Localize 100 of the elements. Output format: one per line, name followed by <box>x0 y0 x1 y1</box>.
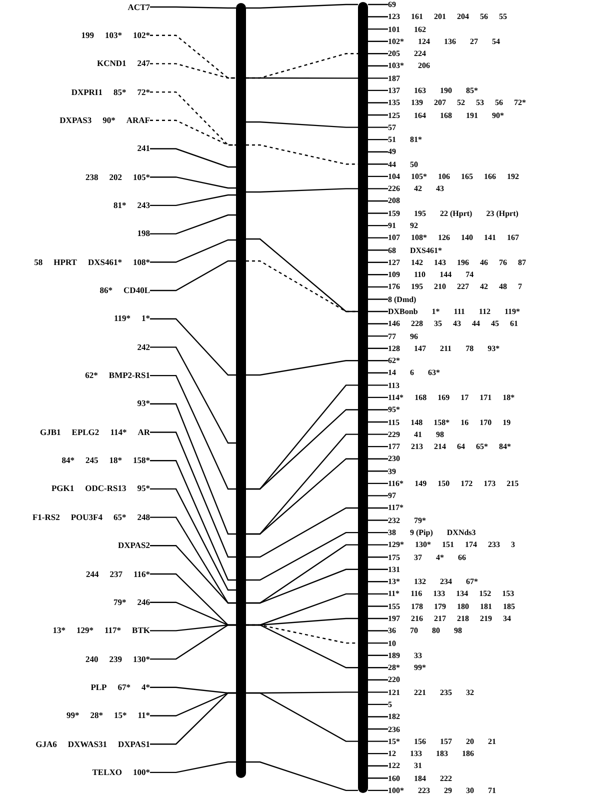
connector-line <box>368 348 388 349</box>
marker-label: 41 <box>414 428 422 440</box>
marker-label: 66 <box>458 552 466 563</box>
marker-label: 119* <box>504 306 520 317</box>
marker-label: 243 <box>137 200 150 211</box>
marker-label: 64 <box>457 441 465 452</box>
connector-line <box>246 144 358 165</box>
marker-label: 247 <box>137 58 150 70</box>
marker-label: 210 <box>434 281 446 292</box>
marker-label: 184 <box>414 772 426 784</box>
connector-line <box>368 200 388 202</box>
marker-label: DXPAS2 <box>118 540 150 552</box>
marker-label: 158* <box>434 416 450 428</box>
connector-line <box>368 507 388 509</box>
marker-label: 104 <box>388 170 400 182</box>
connector-line <box>368 679 388 680</box>
marker-label: 15* <box>388 736 400 747</box>
marker-label: 175 <box>388 552 400 563</box>
marker-label: 177 <box>388 441 400 452</box>
connector-line <box>368 176 388 178</box>
marker-label: 84* <box>62 455 74 466</box>
marker-label: 129* <box>388 539 404 550</box>
marker-label: 228 <box>411 318 423 330</box>
connector-line <box>368 65 388 66</box>
marker-label: 56 <box>480 11 488 22</box>
marker-label: DXPRI1 <box>71 86 102 98</box>
marker-label: 14 <box>388 367 396 378</box>
marker-label: 139 <box>411 97 423 108</box>
marker-label: 208 <box>388 195 400 206</box>
marker-label: 207 <box>434 97 446 108</box>
marker-label: 216 <box>411 613 423 624</box>
marker-label: 230 <box>388 453 400 464</box>
marker-label: 131 <box>388 564 400 575</box>
marker-label: 85* <box>466 84 478 96</box>
marker-label: 187 <box>388 72 400 84</box>
connector-line <box>368 667 388 668</box>
marker-label: 4* <box>436 552 444 563</box>
marker-label: 105* <box>133 172 150 183</box>
marker-label: 226 <box>388 183 400 194</box>
marker-label: 157 <box>440 736 452 747</box>
marker-label: 23 (Hprt) <box>486 208 518 219</box>
connector-line <box>368 765 388 766</box>
marker-label: 202 <box>109 172 122 183</box>
marker-label: 28* <box>388 662 400 674</box>
marker-label: 54 <box>492 36 500 47</box>
marker-label: 114* <box>388 392 404 403</box>
marker-label: 167 <box>507 232 519 244</box>
marker-label: 217 <box>434 613 446 624</box>
marker-label: 98 <box>454 625 462 636</box>
marker-label: 222 <box>440 772 452 784</box>
marker-label: 95* <box>388 404 400 416</box>
marker-label: 102* <box>133 30 150 41</box>
marker-label: 213 <box>411 441 423 452</box>
marker-label: 172 <box>460 478 473 489</box>
marker-label: 53 <box>476 97 484 108</box>
marker-label: 72* <box>514 97 526 108</box>
marker-label: DXS461* <box>410 244 442 256</box>
marker-label: 245 <box>86 455 98 466</box>
marker-label: 165 <box>461 170 473 182</box>
marker-label: 155 <box>388 600 400 612</box>
marker-label: 78 <box>466 342 474 354</box>
marker-label: 30 <box>466 784 474 794</box>
marker-label: 22 (Hprt) <box>440 208 472 219</box>
connector-line <box>368 532 388 534</box>
connector-line <box>368 606 388 607</box>
marker-label: 122 <box>388 760 400 772</box>
connector-line <box>368 250 388 251</box>
marker-label: 223 <box>418 784 430 794</box>
connector-line <box>368 704 388 706</box>
marker-label: 221 <box>414 686 426 698</box>
marker-label: 146 <box>388 318 400 330</box>
marker-label: 117* <box>388 502 404 514</box>
marker-label: 110 <box>414 269 426 280</box>
marker-label: 134 <box>456 588 468 600</box>
marker-label: 42 <box>414 183 422 194</box>
marker-label: 103* <box>388 60 404 72</box>
connector-line <box>368 593 388 595</box>
marker-label: 205 <box>388 48 400 60</box>
connector-line <box>368 151 388 152</box>
marker-label: GJB1 <box>40 426 61 438</box>
connector-line <box>368 138 388 140</box>
marker-label: 116* <box>133 568 150 580</box>
connector-line <box>150 120 236 146</box>
marker-label: 136 <box>444 36 456 47</box>
marker-label: 174 <box>465 539 477 550</box>
connector-line <box>246 692 358 742</box>
connector-line <box>368 740 388 742</box>
marker-label: 72* <box>137 86 150 98</box>
connector-line <box>150 176 236 189</box>
marker-label: 248 <box>137 512 150 523</box>
connector-line <box>368 323 388 324</box>
connector-line <box>368 212 388 214</box>
marker-label: 233 <box>488 539 500 550</box>
marker-label: 35 <box>434 318 442 330</box>
marker-label: 164 <box>414 110 426 121</box>
marker-label: 101 <box>388 24 400 35</box>
marker-label: 13* <box>52 625 66 636</box>
connector-line <box>368 421 388 423</box>
marker-label: 119* <box>114 313 130 324</box>
marker-label: 162 <box>414 24 426 35</box>
